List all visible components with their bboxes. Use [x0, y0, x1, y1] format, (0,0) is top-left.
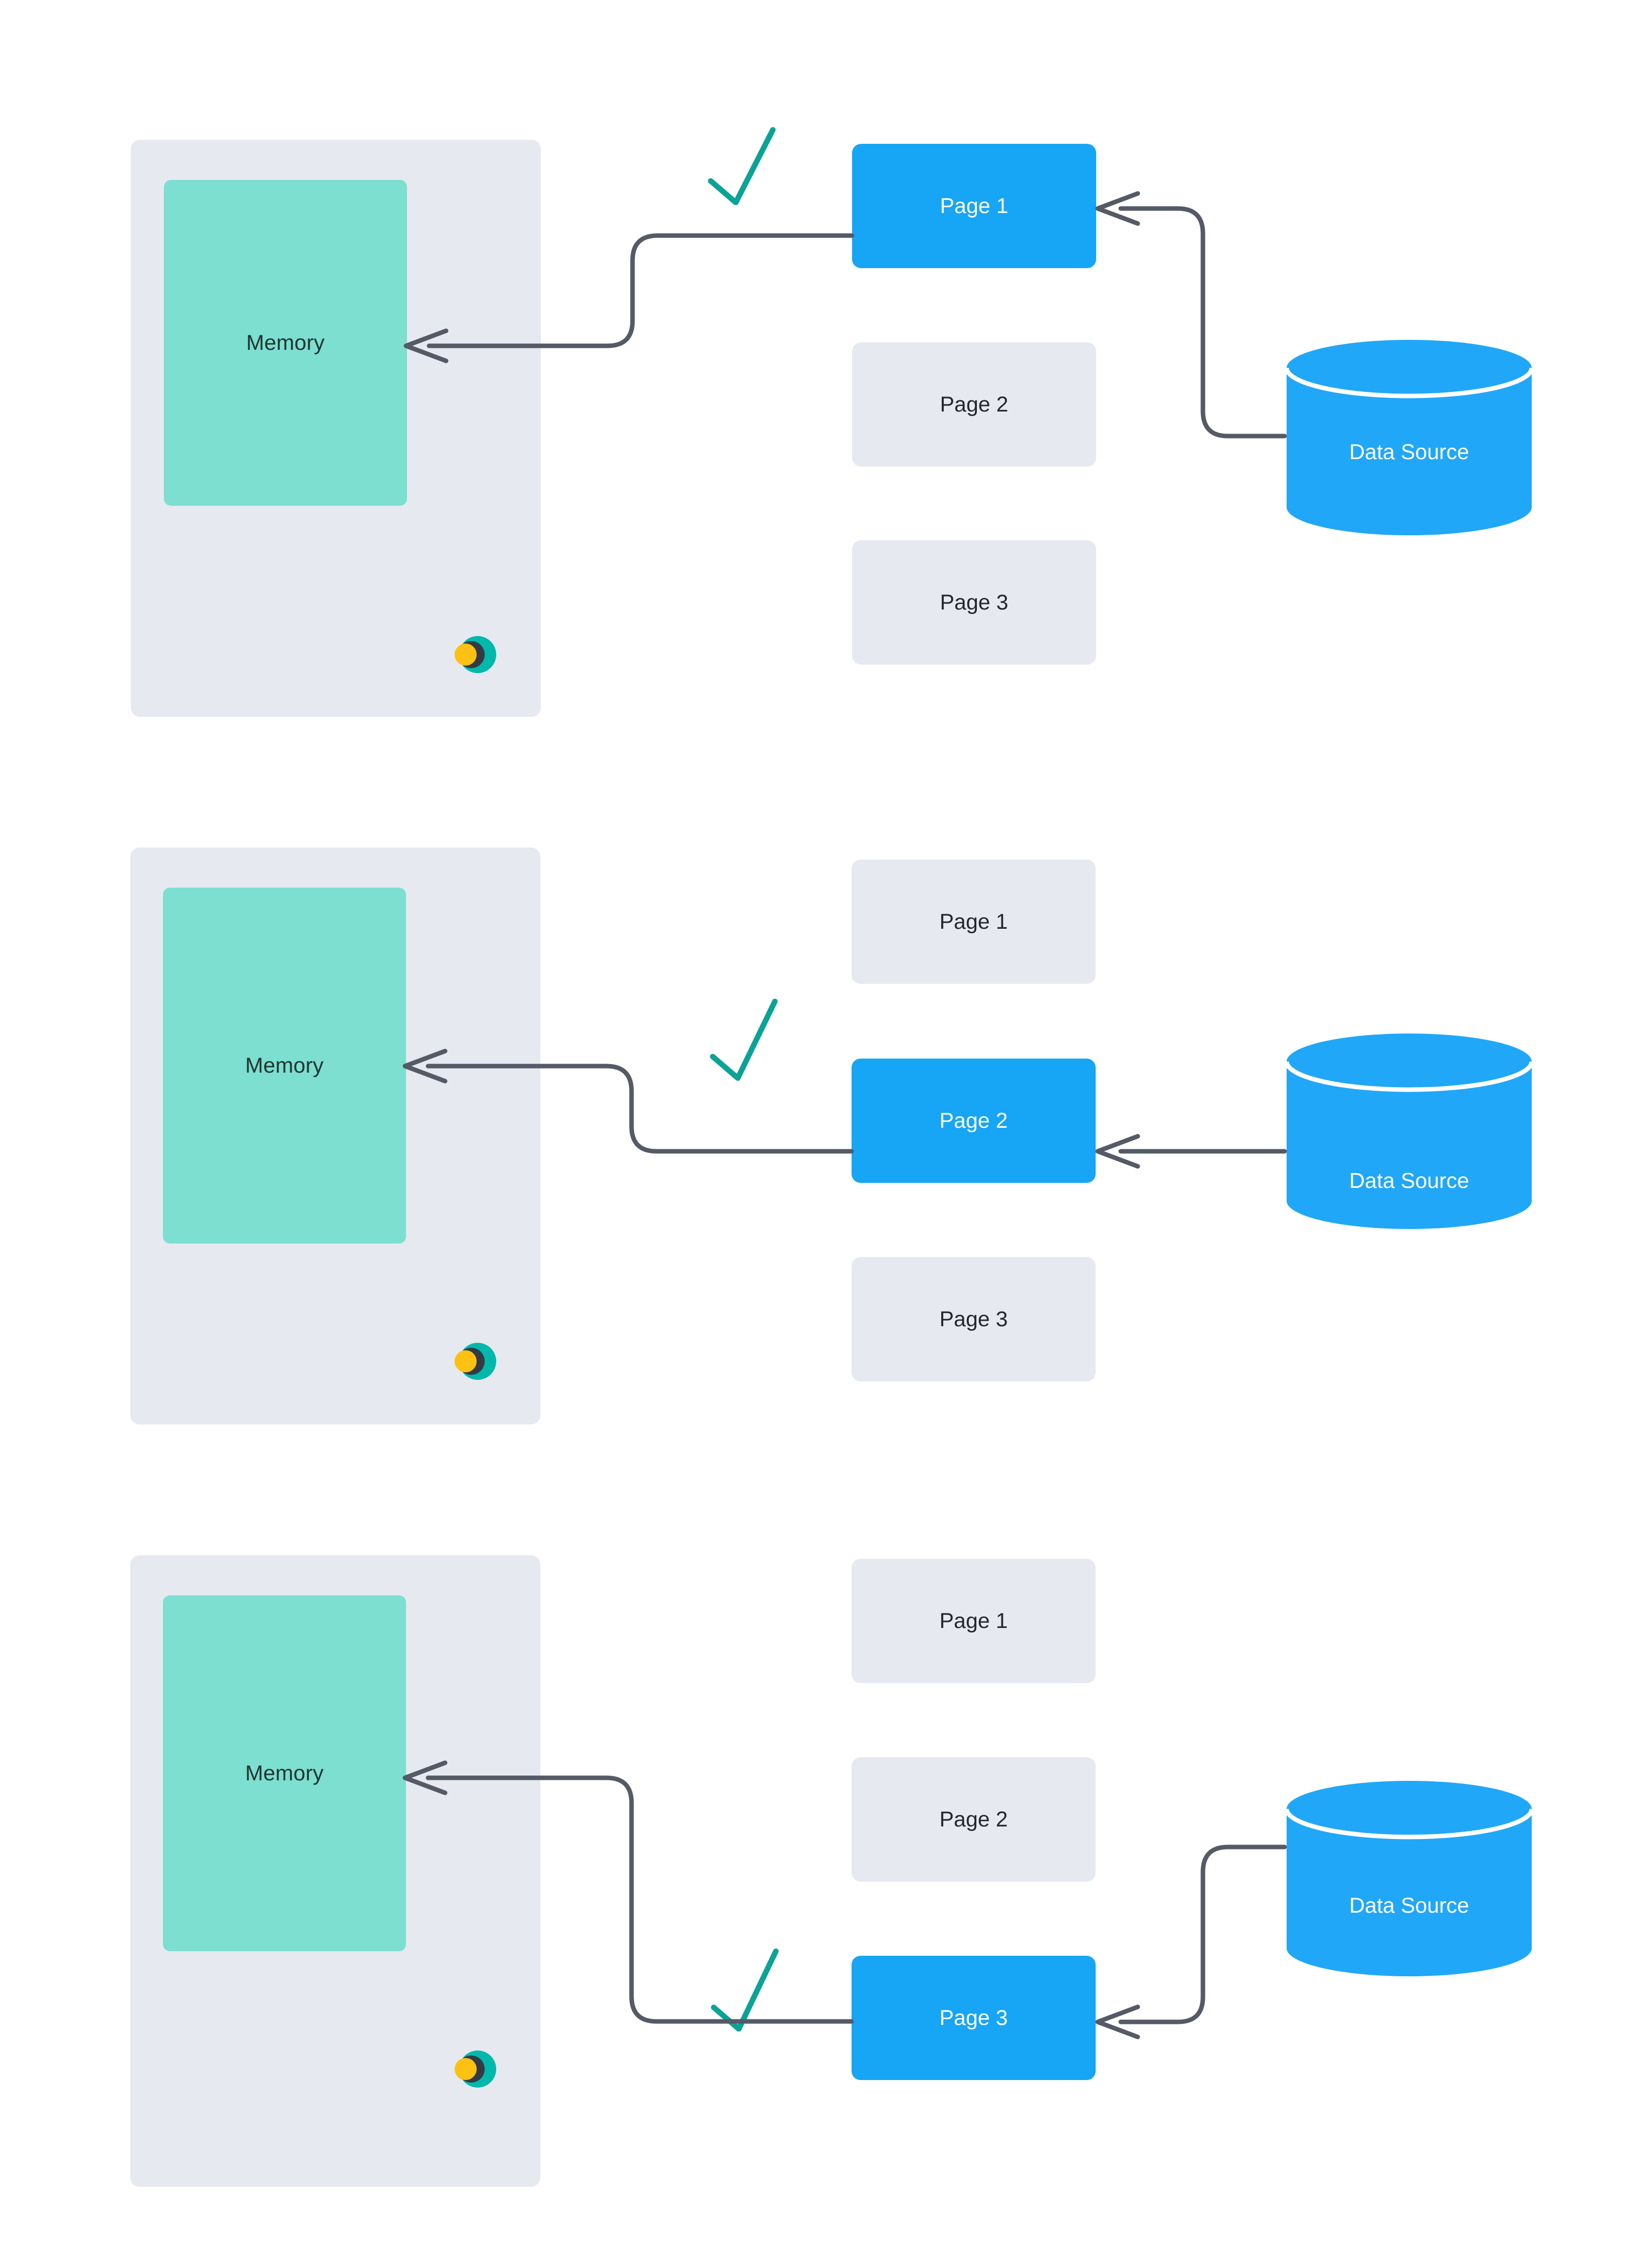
- page-box-step3-page1[interactable]: Page 1: [852, 1559, 1096, 1683]
- page-label: Page 3: [939, 2005, 1008, 2030]
- brand-logo-icon: [450, 2044, 500, 2094]
- memory-box-step-1[interactable]: Memory: [164, 180, 407, 506]
- memory-box-step-2[interactable]: Memory: [163, 888, 406, 1244]
- brand-logo-icon: [450, 630, 500, 680]
- page-box-step2-page3[interactable]: Page 3: [852, 1257, 1096, 1381]
- page-label: Page 3: [939, 1307, 1008, 1331]
- page-label: Page 1: [939, 1608, 1008, 1633]
- check-icon-step-3: [703, 1946, 783, 2031]
- memory-label: Memory: [246, 330, 325, 355]
- memory-box-step-3[interactable]: Memory: [163, 1595, 406, 1951]
- page-box-step1-page3[interactable]: Page 3: [852, 540, 1096, 665]
- page-box-step2-page1[interactable]: Page 1: [852, 860, 1096, 984]
- page-box-step3-page3[interactable]: Page 3: [852, 1956, 1096, 2080]
- page-label: Page 2: [939, 1807, 1008, 1831]
- page-label: Page 2: [940, 392, 1008, 417]
- data-source-label: Data Source: [1349, 440, 1470, 464]
- page-label: Page 1: [939, 909, 1008, 934]
- data-source-step-3[interactable]: Data Source: [1285, 1781, 1534, 1976]
- memory-label: Memory: [245, 1761, 324, 1785]
- page-label: Page 1: [940, 193, 1008, 218]
- page-label: Page 2: [939, 1108, 1008, 1133]
- check-icon-step-2: [702, 996, 782, 1082]
- memory-label: Memory: [245, 1053, 324, 1078]
- page-box-step1-page2[interactable]: Page 2: [852, 342, 1096, 467]
- page-label: Page 3: [940, 590, 1008, 614]
- page-box-step3-page2[interactable]: Page 2: [852, 1757, 1096, 1882]
- data-source-label: Data Source: [1349, 1169, 1470, 1193]
- data-source-label: Data Source: [1349, 1894, 1470, 1918]
- data-source-step-2[interactable]: Data Source: [1285, 1034, 1534, 1229]
- page-box-step2-page2[interactable]: Page 2: [852, 1059, 1096, 1183]
- page-box-step1-page1[interactable]: Page 1: [852, 144, 1096, 268]
- data-source-step-1[interactable]: Data Source: [1285, 340, 1534, 535]
- check-icon-step-1: [700, 125, 780, 205]
- brand-logo-icon: [450, 1336, 500, 1386]
